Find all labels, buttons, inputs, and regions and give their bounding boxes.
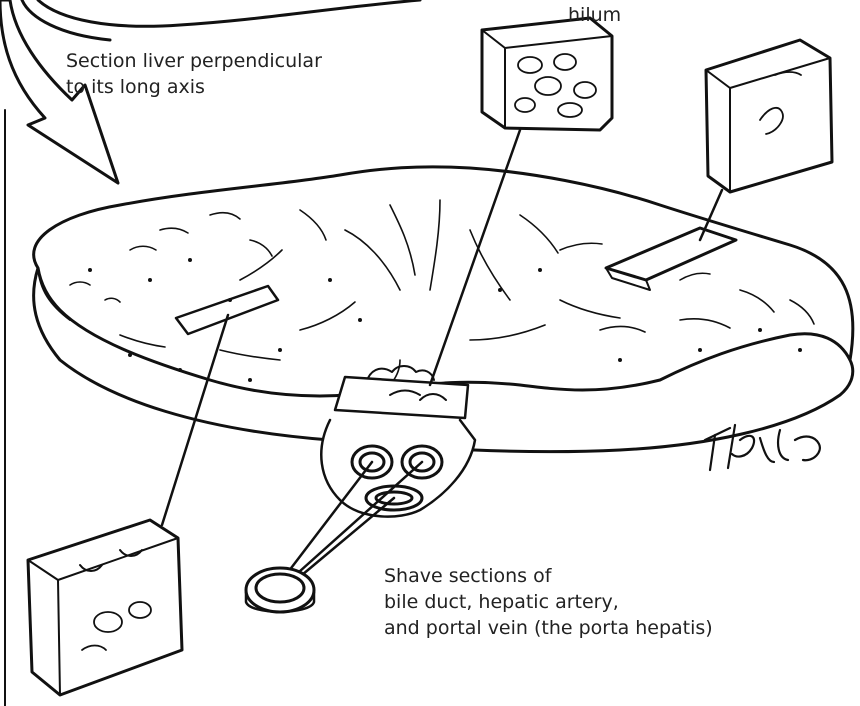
lower-tissue-block: [28, 520, 182, 695]
section-instruction-line-1: Section liver perpendicular: [66, 48, 322, 74]
hilum-vessels: [321, 420, 475, 517]
shave-instruction-label: Shave sections of bile duct, hepatic art…: [384, 563, 713, 641]
section-instruction-line-2: to its long axis: [66, 74, 322, 100]
peripheral-tissue-block: [706, 40, 832, 192]
artist-signature: [705, 425, 820, 470]
shave-instruction-line-2: bile duct, hepatic artery,: [384, 589, 713, 615]
section-instruction-label: Section liver perpendicular to its long …: [66, 48, 322, 100]
hilum-label: hilum: [568, 2, 621, 28]
hilum-tissue-block: [482, 18, 612, 130]
shave-instruction-line-3: and portal vein (the porta hepatis): [384, 615, 713, 641]
vessel-ring-section: [246, 568, 314, 612]
shave-instruction-line-1: Shave sections of: [384, 563, 713, 589]
